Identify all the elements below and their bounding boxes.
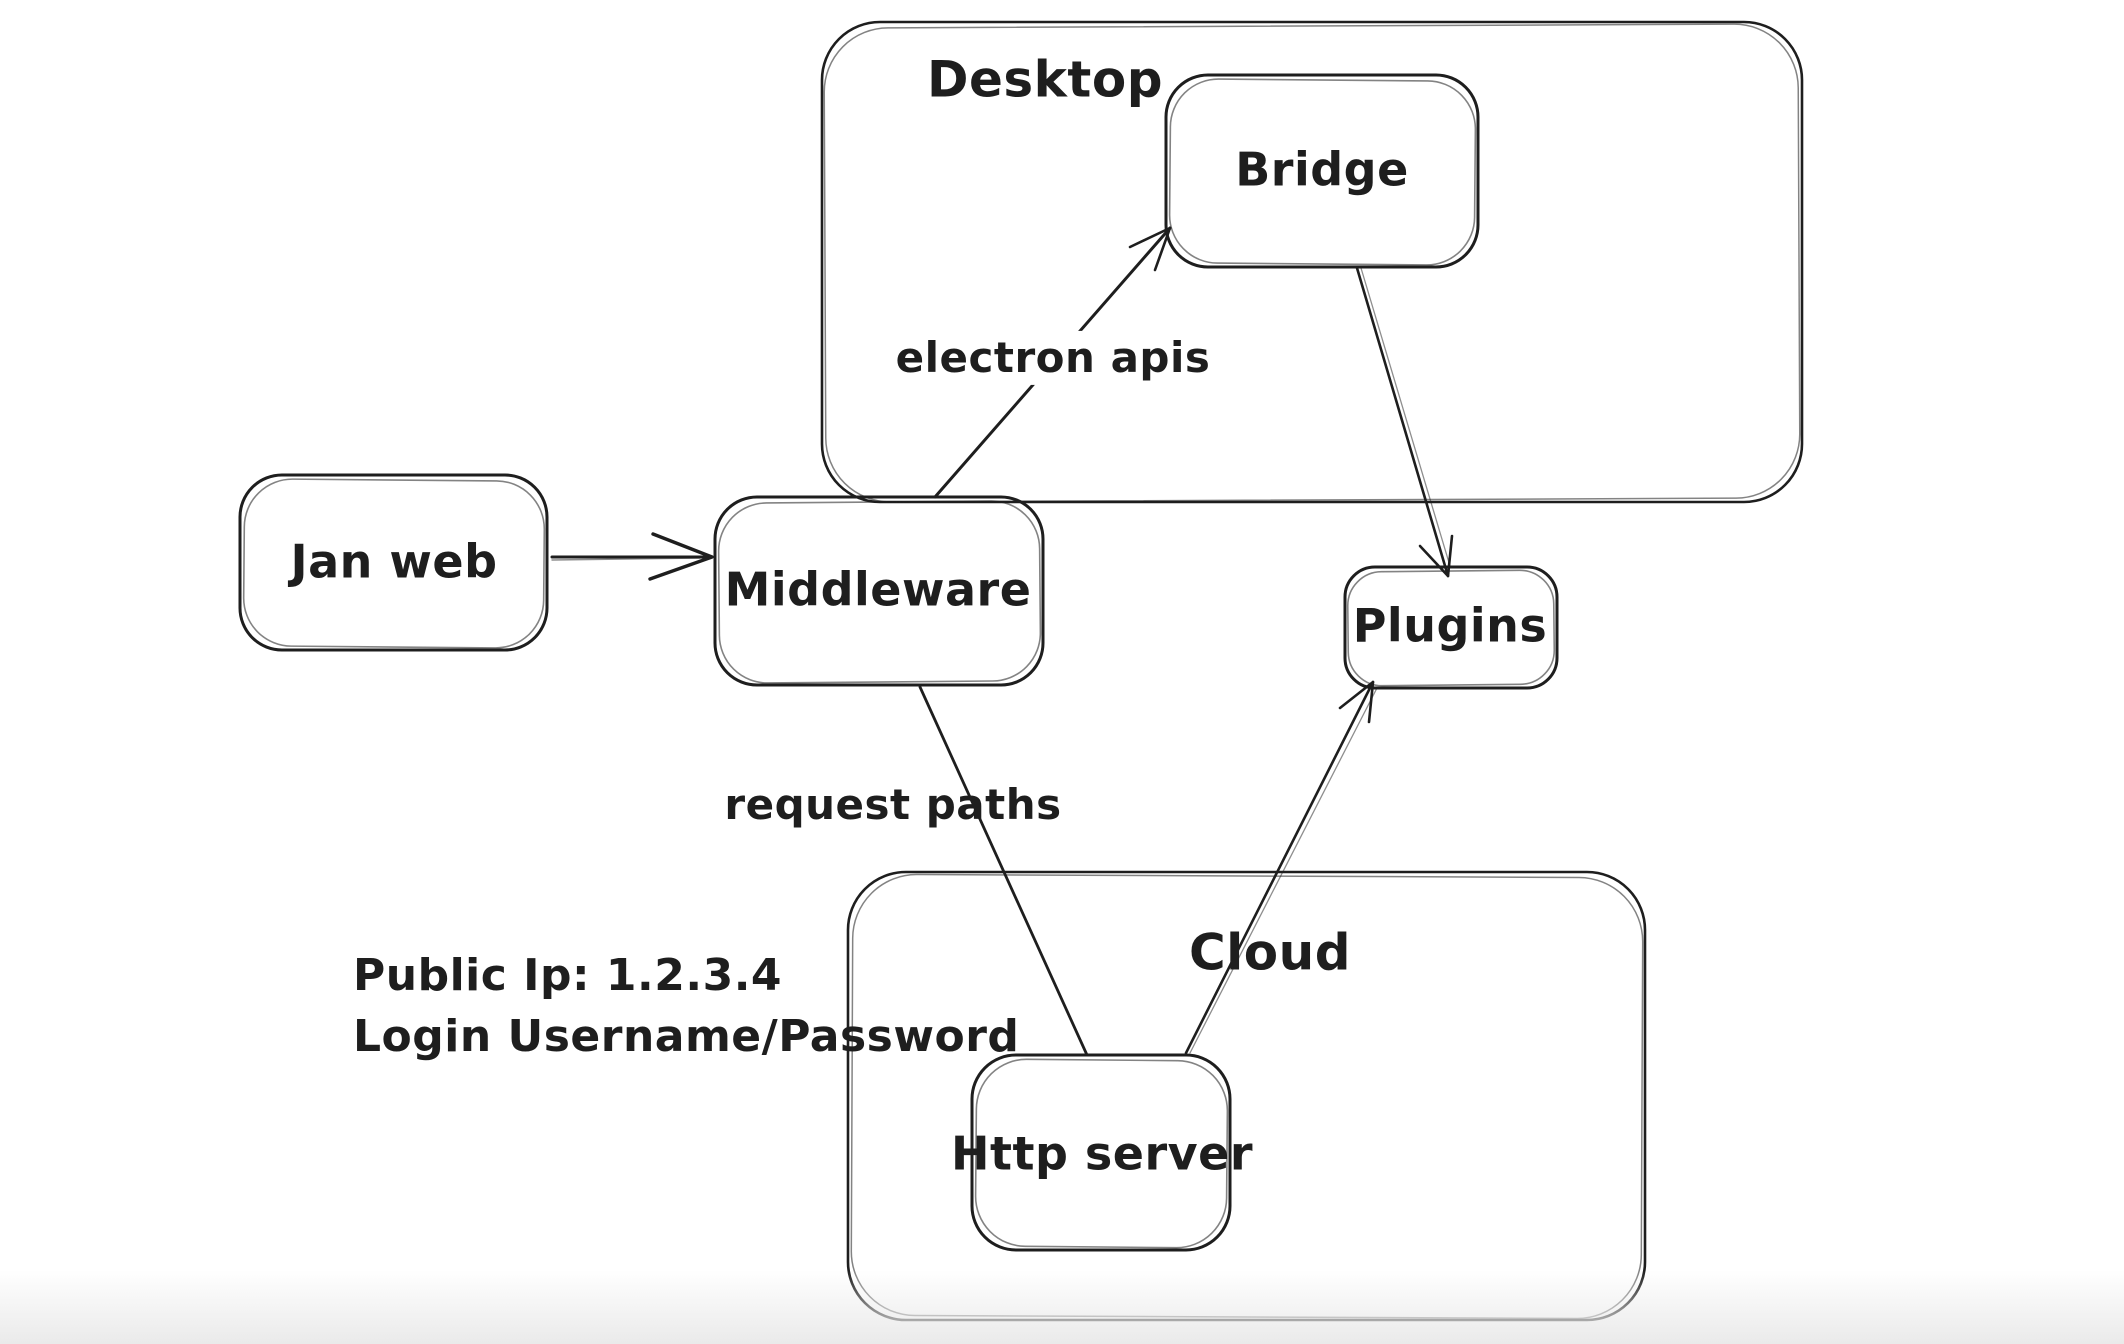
edge-bridge-plugins[interactable] — [1355, 266, 1454, 578]
annotation-credentials[interactable]: Public Ip: 1.2.3.4 Login Username/Passwo… — [353, 946, 1019, 1067]
arrowhead-into-middleware — [648, 532, 714, 581]
arrowhead-into-bridge — [1128, 226, 1172, 272]
arrowhead-into-plugins-top — [1418, 534, 1454, 578]
edge-janweb-middleware[interactable] — [550, 532, 714, 581]
node-label-jan-web[interactable]: Jan web — [290, 534, 498, 589]
node-box-jan-web[interactable] — [238, 473, 549, 652]
container-box-desktop[interactable] — [820, 20, 1804, 504]
node-box-middleware[interactable] — [713, 495, 1045, 687]
node-label-http-server[interactable]: Http server — [950, 1126, 1254, 1181]
edge-label-electron-apis[interactable]: electron apis — [885, 330, 1221, 386]
node-box-plugins[interactable] — [1343, 565, 1559, 690]
annotation-line-login: Login Username/Password — [353, 1010, 1020, 1062]
edge-middleware-httpserver[interactable] — [918, 685, 1089, 1057]
node-label-plugins[interactable]: Plugins — [1352, 598, 1548, 653]
node-label-bridge[interactable]: Bridge — [1235, 142, 1409, 197]
annotation-line-public-ip: Public Ip: 1.2.3.4 — [353, 950, 783, 1001]
node-box-http-server[interactable] — [970, 1053, 1232, 1252]
container-label-desktop[interactable]: Desktop — [927, 50, 1163, 109]
arrowhead-into-plugins-bottom — [1338, 680, 1375, 724]
node-label-middleware[interactable]: Middleware — [724, 562, 1032, 617]
edge-httpserver-plugins[interactable] — [1184, 680, 1378, 1055]
node-box-bridge[interactable] — [1164, 73, 1480, 269]
container-label-cloud[interactable]: Cloud — [1188, 923, 1352, 982]
edge-label-request-paths[interactable]: request paths — [724, 779, 1062, 829]
